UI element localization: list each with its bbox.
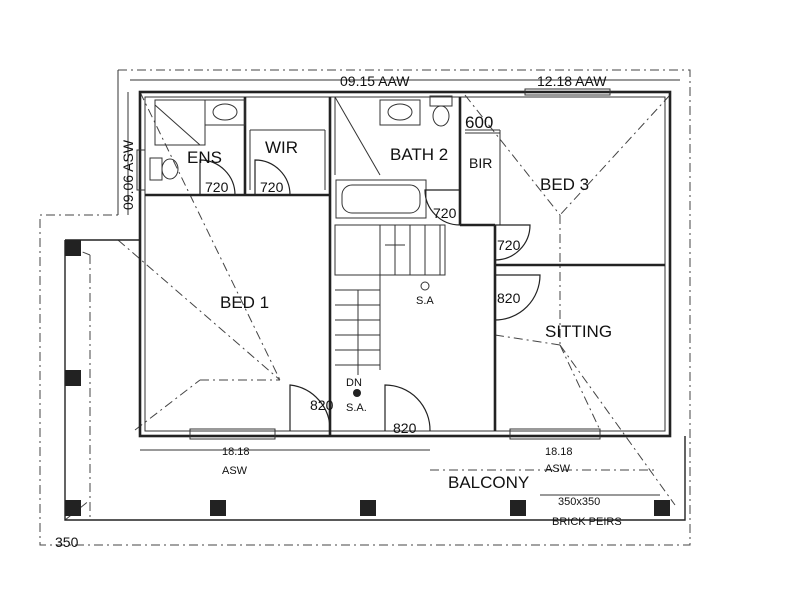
roof-outline [39, 69, 691, 546]
stairs [334, 224, 446, 375]
roof-hip-lines [64, 91, 676, 521]
dimension-window-right-num: 18.18 [545, 446, 573, 458]
door-label-ens: 720 [205, 179, 229, 195]
dimension-corner: 350 [55, 534, 79, 550]
windows [136, 88, 611, 440]
room-label-wir: WIR [265, 138, 298, 157]
balcony-outline [64, 239, 686, 521]
door-label-sitting: 820 [497, 290, 521, 306]
doors [199, 159, 541, 432]
smoke-alarms [353, 281, 430, 397]
dimension-top-right: 12.18 AAW [537, 73, 607, 89]
door-label-bath2: 720 [433, 205, 457, 221]
door-label-bed3: 720 [497, 237, 521, 253]
room-label-bir: BIR [469, 155, 492, 171]
interior-walls [145, 96, 665, 436]
dimension-lines [127, 79, 680, 496]
room-label-bed3: BED 3 [540, 175, 589, 194]
stair-down-label: DN [346, 377, 362, 389]
brick-piers-size: 350x350 [558, 496, 600, 508]
room-label-bed1: BED 1 [220, 293, 269, 312]
dimension-top-left: 09.15 AAW [340, 73, 410, 89]
brick-piers-label: BRICK PEIRS [552, 516, 622, 528]
dimension-window-left-num: 18.18 [222, 446, 250, 458]
dimension-window-left-unit: ASW [222, 465, 248, 477]
door-label-bed1: 820 [310, 397, 334, 413]
door-label-wir: 720 [260, 179, 284, 195]
room-label-balcony: BALCONY [448, 473, 529, 492]
smoke-alarm-label-lower: S.A. [346, 402, 367, 414]
room-label-sitting: SITTING [545, 322, 612, 341]
room-label-ens: ENS [187, 148, 222, 167]
dimension-window-right-unit: ASW [545, 463, 571, 475]
room-label-bath2: BATH 2 [390, 145, 448, 164]
dimension-bir-width: 600 [465, 113, 493, 132]
door-label-balcony: 820 [393, 420, 417, 436]
dimension-left-side: 09.06 ASW [120, 139, 136, 210]
smoke-alarm-label-upper: S.A [416, 295, 434, 307]
fixtures [149, 95, 453, 219]
